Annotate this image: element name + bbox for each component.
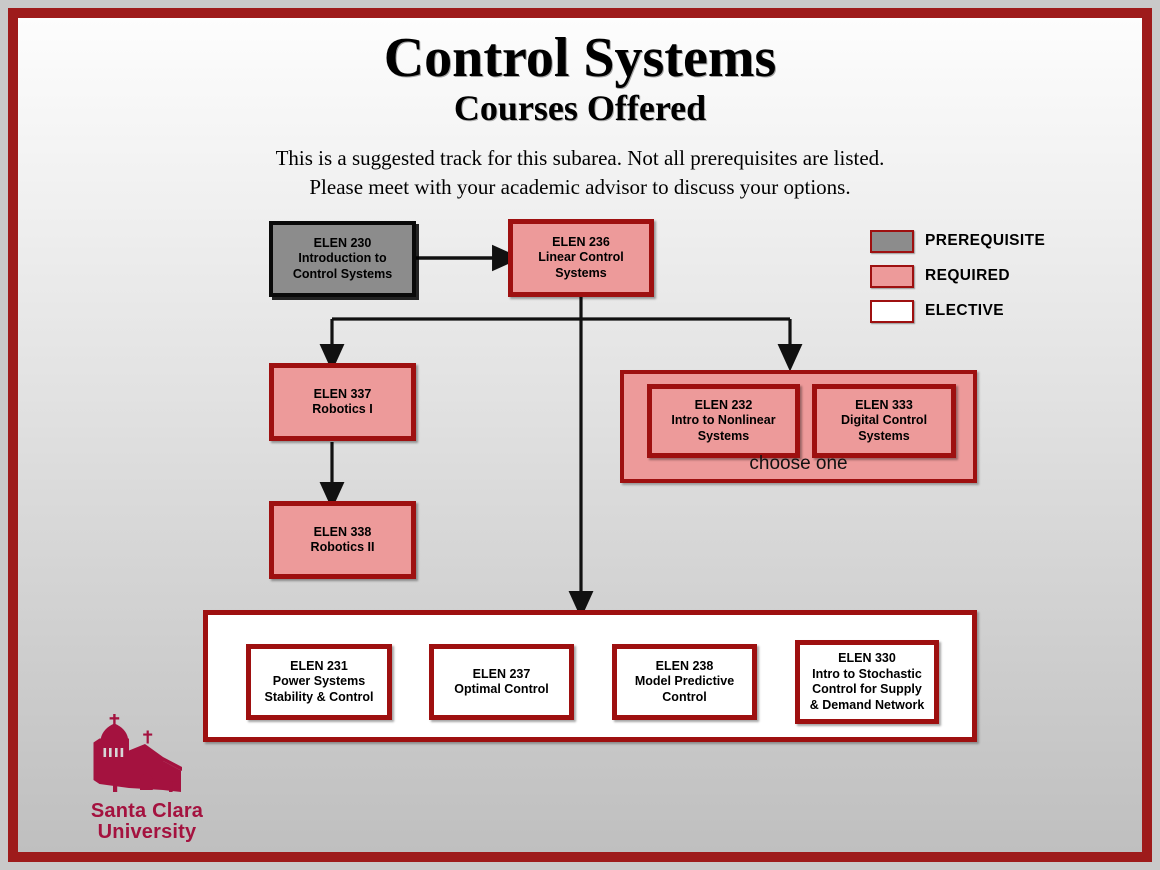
course-node-label: ELEN 337 Robotics I xyxy=(312,386,373,417)
electives-group: ELEN 231 Power Systems Stability & Contr… xyxy=(203,610,977,742)
legend-label-required: REQUIRED xyxy=(925,267,1011,284)
choose-one-caption: choose one xyxy=(749,453,848,474)
legend-item-prerequisite: PREREQUISITE xyxy=(870,224,1070,258)
note-line-2: Please meet with your academic advisor t… xyxy=(309,175,851,199)
course-node-elen231[interactable]: ELEN 231 Power Systems Stability & Contr… xyxy=(246,644,392,720)
diagram-canvas: Control Systems Courses Offered This is … xyxy=(18,18,1142,852)
course-node-label: ELEN 237 Optimal Control xyxy=(454,666,549,697)
course-node-elen230[interactable]: ELEN 230 Introduction to Control Systems xyxy=(269,221,416,297)
course-node-elen330[interactable]: ELEN 330 Intro to Stochastic Control for… xyxy=(795,640,939,724)
course-node-elen238[interactable]: ELEN 238 Model Predictive Control xyxy=(612,644,757,720)
course-node-label: ELEN 330 Intro to Stochastic Control for… xyxy=(809,651,925,712)
page-title: Control Systems xyxy=(383,27,777,89)
slide-frame: Control Systems Courses Offered This is … xyxy=(8,8,1152,862)
course-node-elen338[interactable]: ELEN 338 Robotics II xyxy=(269,501,416,579)
course-node-elen236[interactable]: ELEN 236 Linear Control Systems xyxy=(508,219,654,297)
course-node-label: ELEN 230 Introduction to Control Systems xyxy=(292,235,393,281)
legend-swatch-elective xyxy=(870,299,914,323)
legend-swatch-prerequisite xyxy=(870,229,914,253)
course-node-label: ELEN 333 Digital Control Systems xyxy=(840,397,928,443)
course-node-label: ELEN 338 Robotics II xyxy=(310,524,375,555)
legend-label-prerequisite: PREREQUISITE xyxy=(925,232,1046,249)
course-node-elen333[interactable]: ELEN 333 Digital Control Systems xyxy=(812,384,956,458)
scu-logo-text: Santa Clara University xyxy=(90,800,204,843)
mission-church-icon xyxy=(93,714,182,792)
legend-label-elective: ELECTIVE xyxy=(925,302,1004,319)
legend-item-elective: ELECTIVE xyxy=(870,294,1070,328)
legend: PREREQUISITE REQUIRED ELECTIVE xyxy=(870,224,1070,329)
course-node-elen337[interactable]: ELEN 337 Robotics I xyxy=(269,363,416,441)
choose-one-group: ELEN 232 Intro to Nonlinear Systems ELEN… xyxy=(620,370,977,483)
course-node-label: ELEN 238 Model Predictive Control xyxy=(634,658,735,704)
legend-swatch-required xyxy=(870,264,914,288)
scu-logo: Santa Clara University xyxy=(62,714,232,843)
note-line-1: This is a suggested track for this subar… xyxy=(275,146,885,170)
course-node-label: ELEN 236 Linear Control Systems xyxy=(538,234,624,280)
page-subtitle: Courses Offered xyxy=(453,88,707,128)
course-node-label: ELEN 232 Intro to Nonlinear Systems xyxy=(671,397,776,443)
course-node-label: ELEN 231 Power Systems Stability & Contr… xyxy=(264,658,374,704)
course-node-elen237[interactable]: ELEN 237 Optimal Control xyxy=(429,644,574,720)
course-node-elen232[interactable]: ELEN 232 Intro to Nonlinear Systems xyxy=(647,384,800,458)
legend-item-required: REQUIRED xyxy=(870,259,1070,293)
